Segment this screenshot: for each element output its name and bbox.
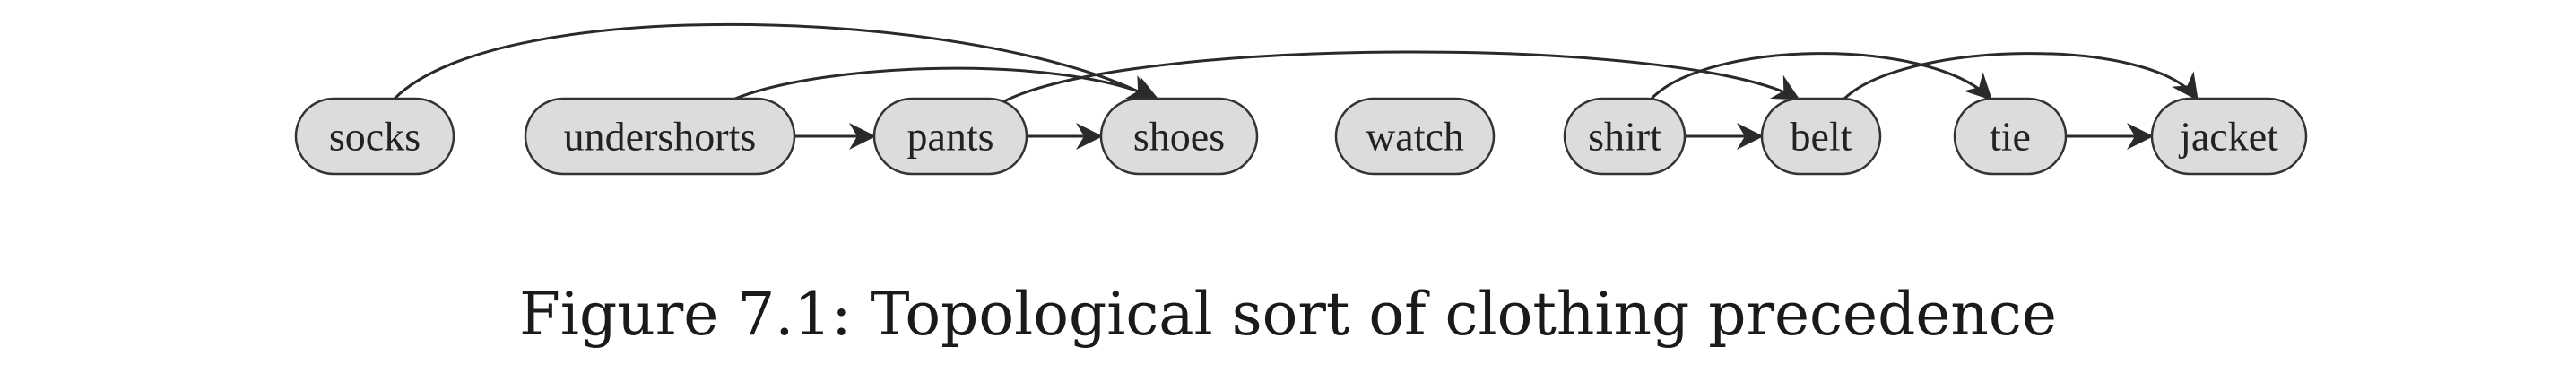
node-belt: belt: [1760, 97, 1882, 176]
node-box-shirt: [1563, 97, 1687, 176]
edge-undershorts-to-shoes: [734, 66, 1159, 101]
node-box-jacket: [2150, 97, 2308, 176]
node-shoes: shoes: [1099, 97, 1259, 176]
node-jacket: jacket: [2150, 97, 2308, 176]
node-pants: pants: [872, 97, 1028, 176]
node-label-undershorts: undershorts: [564, 114, 757, 160]
node-label-tie: tie: [1990, 114, 2031, 160]
edges-layer: [393, 22, 2199, 150]
edge-pants-to-belt: [1002, 50, 1800, 104]
node-box-watch: [1334, 97, 1496, 176]
node-label-pants: pants: [906, 114, 993, 160]
node-tie: tie: [1953, 97, 2068, 176]
node-watch: watch: [1334, 97, 1496, 176]
node-label-shoes: shoes: [1133, 114, 1225, 160]
node-box-shoes: [1099, 97, 1259, 176]
node-shirt: shirt: [1563, 97, 1687, 176]
node-box-undershorts: [524, 97, 796, 176]
node-box-belt: [1760, 97, 1882, 176]
node-label-belt: belt: [1791, 114, 1852, 160]
edge-belt-to-jacket: [1841, 52, 2199, 102]
node-label-jacket: jacket: [2178, 114, 2278, 160]
figure-caption: Figure 7.1: Topological sort of clothing…: [519, 280, 2057, 349]
node-socks: socks: [294, 97, 455, 176]
node-label-watch: watch: [1366, 114, 1464, 160]
node-box-pants: [872, 97, 1028, 176]
node-box-socks: [294, 97, 455, 176]
node-box-tie: [1953, 97, 2068, 176]
node-label-socks: socks: [329, 114, 421, 160]
edge-shirt-to-tie: [1648, 52, 1993, 102]
node-label-shirt: shirt: [1588, 114, 1661, 160]
edge-socks-to-shoes: [393, 22, 1155, 100]
nodes-layer: socks undershorts pants shoes watch shirt belt…: [294, 97, 2308, 176]
node-undershorts: undershorts: [524, 97, 796, 176]
